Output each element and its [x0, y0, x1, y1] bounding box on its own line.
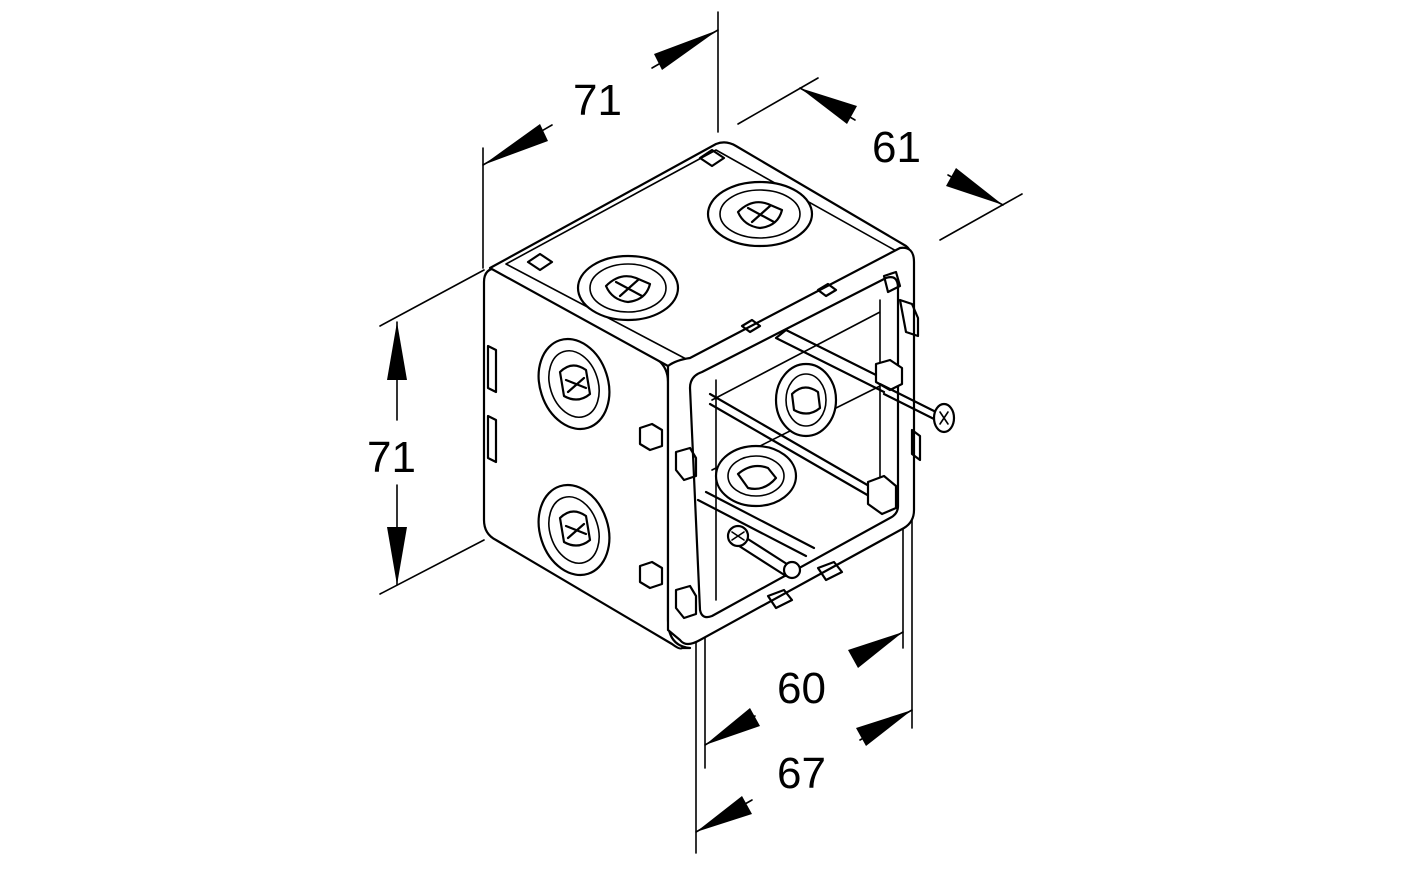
frame-clip	[882, 270, 922, 462]
knockout-side-lower	[537, 483, 611, 577]
interior-rail-lower	[696, 392, 878, 558]
arrowhead	[696, 796, 752, 832]
extension-line	[737, 77, 819, 125]
knockout-interior-bottom	[714, 444, 798, 508]
junction-box	[482, 141, 956, 650]
arrowhead	[387, 527, 407, 585]
knockout-interior-right	[774, 362, 838, 438]
knockout-top-front	[576, 254, 680, 322]
frame-clip	[766, 560, 844, 610]
screw-lower	[726, 524, 802, 580]
arrowhead	[848, 632, 903, 668]
arrowhead	[800, 88, 857, 124]
knockout-top-rear	[706, 180, 814, 248]
arrowhead	[705, 708, 760, 745]
extension-line	[939, 193, 1023, 241]
screw-right	[878, 382, 956, 434]
side-notch	[486, 344, 498, 464]
rail-end-cap	[874, 358, 904, 392]
arrowhead	[387, 322, 407, 380]
knockout-side-upper	[537, 337, 611, 431]
dimension-inner-width: 60	[704, 519, 904, 769]
arrowhead	[946, 168, 1003, 205]
dimension-label-outer-width: 67	[777, 749, 826, 798]
dimension-label-height: 71	[367, 433, 416, 482]
arrowhead	[856, 710, 912, 746]
dimension-label-top-depth: 61	[872, 123, 921, 172]
arrowhead	[483, 124, 548, 165]
arrowhead	[654, 30, 718, 70]
dimension-top-depth: 61	[737, 77, 1023, 241]
dimension-label-top-width: 71	[573, 76, 622, 125]
extension-line	[379, 269, 485, 327]
dimension-label-inner-width: 60	[777, 664, 826, 713]
top-clip	[526, 148, 838, 334]
rail-end-cap	[866, 474, 898, 516]
frame-clip	[638, 422, 698, 620]
dimension-height: 71	[367, 269, 485, 595]
dimension-top-width: 71	[482, 11, 719, 269]
